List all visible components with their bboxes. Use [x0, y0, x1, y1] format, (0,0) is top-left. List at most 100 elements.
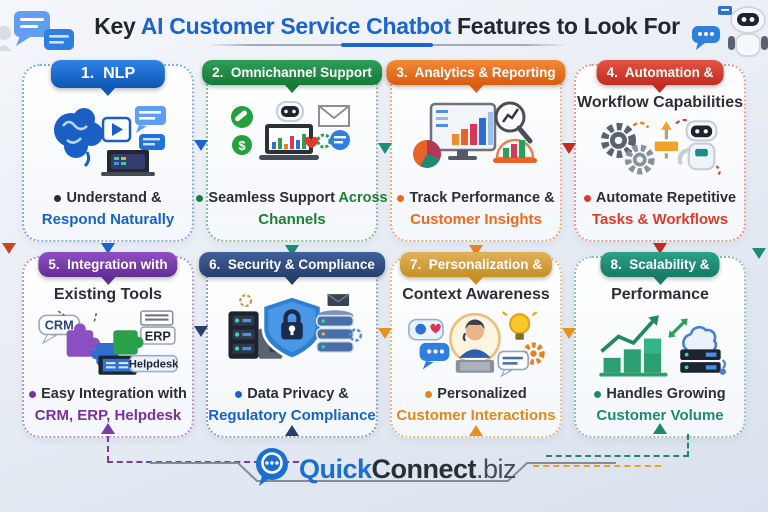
card-line1: Easy Integration with	[29, 384, 187, 405]
brand-tld: .biz	[476, 454, 517, 484]
connector-arrow	[101, 243, 115, 254]
card-line1: Data Privacy &	[208, 384, 376, 405]
card-title: Scalability &	[629, 257, 710, 272]
brand-text: QuickConnect.biz	[298, 454, 517, 485]
page-title: Key AI Customer Service Chatbot Features…	[94, 13, 680, 54]
title-post: Features to Look For	[450, 12, 680, 39]
connector-arrow	[469, 245, 483, 256]
puzzle-integration-icon: CRM ERP Helpdesk	[30, 304, 186, 384]
card-nlp: 1. NLP	[22, 60, 194, 242]
omnichannel-devices-icon: $	[214, 92, 370, 188]
card-number: 2.	[212, 65, 224, 80]
footer-ribbon	[150, 462, 616, 482]
card-title: Automation &	[624, 65, 714, 80]
card-line2: Respond Naturally	[41, 211, 175, 228]
shield-lock-icon	[214, 284, 370, 384]
footer-connector-line	[687, 434, 689, 457]
connector-arrow	[378, 143, 392, 154]
connector-arrow	[469, 425, 483, 436]
card-line1: Handles Growing	[594, 384, 726, 405]
brand-connect: Connect	[371, 454, 477, 484]
card-integration: 5. Integration with Existing Tools CRM E…	[22, 252, 194, 438]
connector-arrow	[101, 423, 115, 434]
card-personalization-badge: 7. Personalization &	[399, 252, 553, 285]
card-line2: Tasks & Workflows	[591, 211, 729, 228]
card-subtitle: Existing Tools	[53, 286, 163, 303]
card-security-badge: 6. Security & Compliance	[199, 252, 385, 285]
card-scalability: 8. Scalability & Performance	[574, 252, 746, 438]
card-number: 8.	[610, 257, 622, 272]
feature-card-grid: 1. NLP	[22, 60, 746, 438]
card-line2: Customer Insights	[410, 211, 542, 228]
card-line1: Personalized	[396, 384, 555, 405]
brain-nlp-icon	[30, 92, 186, 188]
card-subtitle: Performance	[611, 286, 709, 303]
card-line2: Channels	[258, 211, 326, 228]
customer-avatar-icon	[398, 304, 554, 384]
card-title: NLP	[103, 65, 136, 82]
card-number: 7.	[409, 257, 422, 272]
card-title: Omnichannel Support	[230, 65, 372, 80]
card-line1: Understand &	[42, 188, 175, 209]
card-automation-badge: 4. Automation &	[596, 60, 724, 93]
title-highlight: AI Customer Service Chatbot	[140, 12, 451, 39]
card-line1: Automate Repetitive	[583, 188, 736, 209]
card-security: 6. Security & Compliance	[199, 252, 385, 438]
growth-chart-icon	[582, 304, 738, 384]
gears-robot-icon	[582, 112, 738, 188]
svg-text:$: $	[238, 138, 246, 153]
card-number: 3.	[396, 65, 408, 80]
card-line2: Regulatory Compliance	[208, 407, 376, 424]
svg-text:Helpdesk: Helpdesk	[129, 358, 179, 370]
footer-connector-line	[546, 455, 689, 457]
card-line1: Track Performance &	[397, 188, 555, 209]
card-title: Security & Compliance	[227, 257, 375, 272]
connector-arrow	[285, 245, 299, 256]
card-scalability-badge: 8. Scalability &	[600, 252, 720, 285]
card-subtitle: Workflow Capabilities	[577, 94, 743, 111]
card-number: 6.	[209, 257, 221, 272]
connector-arrow	[285, 425, 299, 436]
brand-quick: Quick	[298, 454, 372, 484]
footer-connector-line	[533, 465, 661, 467]
connector-arrow	[653, 243, 667, 254]
card-title: Analytics & Reporting	[414, 65, 556, 80]
card-automation: 4. Automation & Workflow Capabilities	[574, 60, 746, 242]
card-omnichannel-badge: 2. Omnichannel Support	[202, 60, 382, 93]
connector-arrow	[194, 326, 208, 337]
connector-arrow	[2, 243, 16, 254]
connector-arrow	[378, 328, 392, 339]
quickconnect-logo: QuickConnect.biz	[252, 446, 517, 493]
svg-text:CRM: CRM	[45, 318, 74, 333]
card-analytics-badge: 3. Analytics & Reporting	[386, 60, 566, 93]
card-personalization: 7. Personalization & Context Awareness	[390, 252, 562, 438]
card-line2: Customer Volume	[596, 407, 724, 424]
card-analytics: 3. Analytics & Reporting	[386, 60, 566, 242]
card-number: 4.	[606, 65, 618, 80]
card-title: Personalization &	[428, 257, 543, 272]
card-nlp-badge: 1. NLP	[50, 60, 166, 96]
card-subtitle: Context Awareness	[402, 286, 550, 303]
card-line1: Seamless Support Across	[196, 188, 388, 209]
card-number: 5.	[48, 257, 60, 272]
card-title: Integration with	[67, 257, 168, 272]
footer-connector-line	[107, 436, 109, 462]
card-number: 1.	[80, 65, 95, 82]
connector-arrow	[562, 143, 576, 154]
card-line2: CRM, ERP, Helpdesk	[34, 407, 182, 424]
card-line2: Customer Interactions	[396, 407, 556, 424]
card-omnichannel: 2. Omnichannel Support $	[196, 60, 388, 242]
title-underline	[207, 42, 567, 47]
quickconnect-logo-icon	[252, 446, 292, 493]
connector-arrow	[194, 140, 208, 151]
connector-arrow	[653, 423, 667, 434]
card-integration-badge: 5. Integration with	[38, 252, 178, 285]
robot-icon	[690, 4, 768, 63]
chat-bubbles-icon	[0, 7, 84, 60]
connector-arrow	[752, 248, 766, 259]
title-pre: Key	[94, 12, 141, 39]
analytics-dashboard-icon	[398, 92, 554, 188]
svg-text:ERP: ERP	[145, 328, 172, 343]
connector-arrow	[562, 328, 576, 339]
header: Key AI Customer Service Chatbot Features…	[0, 4, 768, 62]
